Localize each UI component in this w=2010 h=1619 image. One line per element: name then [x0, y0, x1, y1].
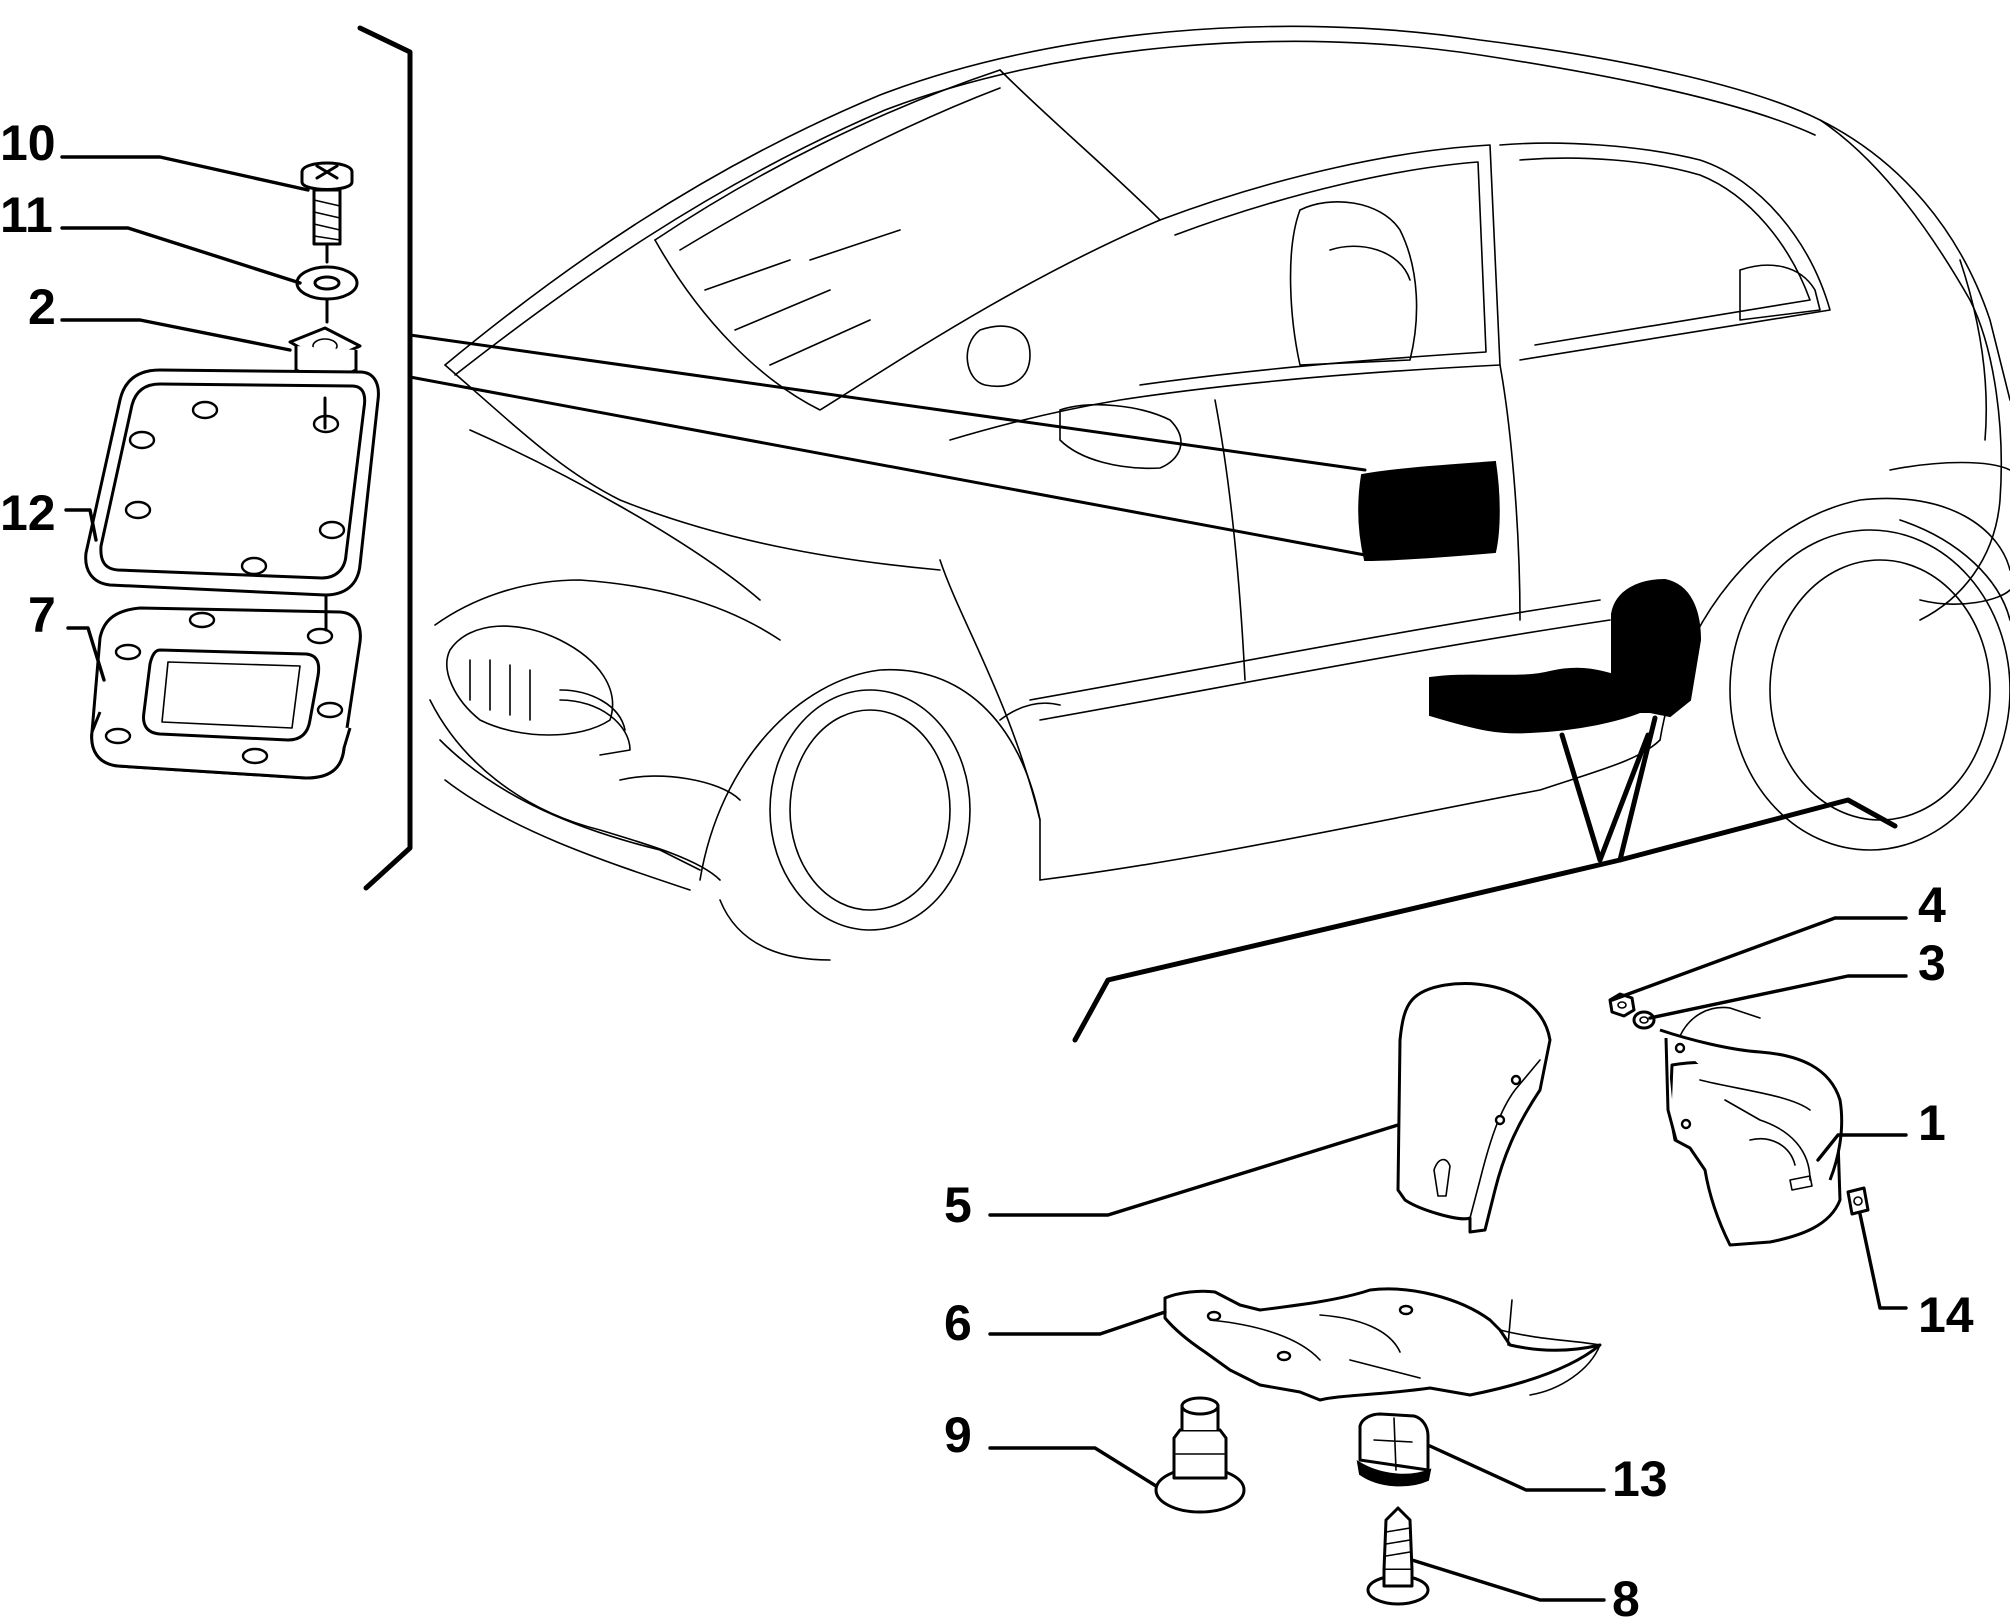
callout-4: 4 [1918, 877, 1946, 933]
part-1-liner [1659, 1006, 1844, 1247]
callout-1: 1 [1918, 1095, 1946, 1151]
part-12-gasket [84, 368, 380, 597]
part-14-clip [1846, 1186, 1870, 1216]
callout-6: 6 [944, 1295, 972, 1351]
callout-5: 5 [944, 1177, 972, 1233]
callout-9: 9 [944, 1407, 972, 1463]
part-8-bolt [1366, 1506, 1430, 1606]
callout-leaders [60, 155, 1908, 1602]
callout-14: 14 [1918, 1287, 1974, 1343]
callout-10: 10 [0, 115, 56, 171]
callout-8: 8 [1612, 1571, 1640, 1619]
callout-11: 11 [0, 187, 53, 243]
part-6-undertray [1163, 1287, 1602, 1402]
sill-leader-bracket [1072, 715, 1898, 1043]
callout-2: 2 [28, 279, 56, 335]
fuel-door-highlight [1358, 460, 1500, 562]
part-3-washer [1632, 1010, 1656, 1030]
part-10-screw [300, 161, 354, 246]
part-9-grommet [1154, 1396, 1246, 1514]
part-7-seal [90, 606, 362, 780]
callout-13: 13 [1612, 1451, 1668, 1507]
highlight-regions [1358, 460, 1702, 734]
callout-7: 7 [28, 587, 56, 643]
sill-highlight [1429, 667, 1661, 734]
detail-bracket [357, 25, 1367, 891]
callout-labels: 10 11 2 12 7 4 3 1 5 6 14 9 13 8 [0, 115, 1974, 1619]
part-11-washer [295, 265, 359, 301]
callout-12: 12 [0, 485, 56, 541]
car-illustration [429, 25, 2010, 961]
callout-3: 3 [1918, 935, 1946, 991]
assembly-centerline [323, 242, 329, 632]
part-5-cover [1396, 982, 1552, 1234]
part-13-nut [1356, 1412, 1432, 1487]
